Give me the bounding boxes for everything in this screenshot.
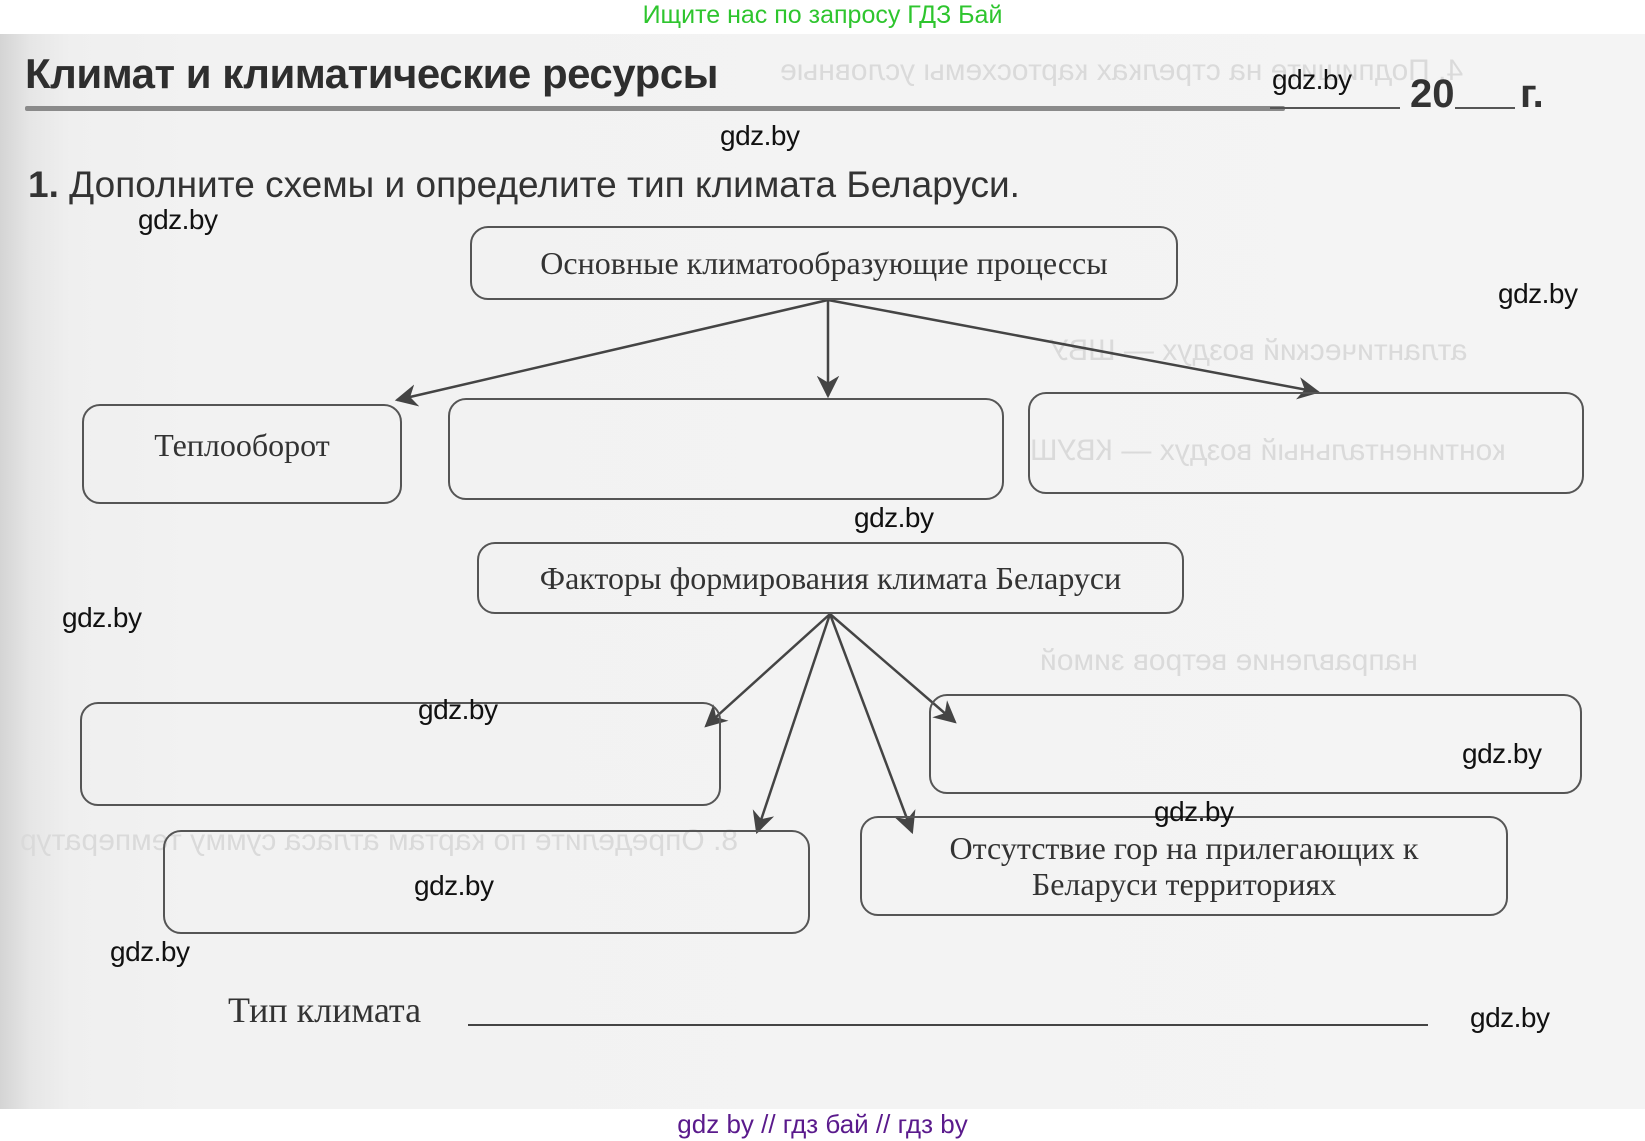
scheme1-answer-box-2[interactable] <box>448 398 1004 500</box>
scheme2-answer-box-2[interactable] <box>929 694 1582 794</box>
date-year-field[interactable] <box>1455 107 1515 109</box>
watermark: gdz.by <box>1272 64 1352 95</box>
task-number: 1. <box>28 164 59 205</box>
scheme2-answer-box-1[interactable] <box>80 702 721 806</box>
watermark: gdz.by <box>1154 796 1234 827</box>
climate-type-label: Тип климата <box>228 990 422 1030</box>
scheme2-answer-box-3[interactable] <box>163 830 810 934</box>
watermark: gdz.by <box>138 204 218 235</box>
task-text: Дополните схемы и определите тип климата… <box>69 164 1020 205</box>
watermark: gdz.by <box>110 936 190 967</box>
watermark: gdz.by <box>720 120 800 151</box>
scheme1-answer-box-3[interactable] <box>1028 392 1584 494</box>
watermark: gdz.by <box>418 694 498 725</box>
watermark: gdz.by <box>1462 738 1542 769</box>
scheme1-box-heat-exchange: Теплооборот <box>82 404 402 504</box>
scheme-arrows <box>394 298 1321 835</box>
scheme2-root-box: Факторы формирования климата Беларуси <box>477 542 1184 614</box>
task-instruction: 1. Дополните схемы и определите тип клим… <box>28 164 1020 206</box>
page-title: Климат и климатические ресурсы <box>25 50 718 97</box>
bottom-banner: gdz by // гдз бай // гдз by <box>0 1109 1645 1141</box>
date-suffix: г. <box>1520 72 1544 116</box>
scheme1-root-box: Основные климатообразующие процессы <box>470 226 1178 300</box>
watermark: gdz.by <box>62 602 142 633</box>
scheme2-box-no-mountains: Отсутствие гор на прилегающих к Беларуси… <box>860 816 1508 916</box>
workbook-page: 4. Подпишите на стрелках картосхемы усло… <box>0 34 1645 1109</box>
date-year-label: 20 <box>1410 72 1455 116</box>
watermark: gdz.by <box>854 502 934 533</box>
top-banner: Ищите нас по запросу ГДЗ Бай <box>0 0 1645 34</box>
title-rule <box>25 106 1285 111</box>
climate-type-answer-field[interactable] <box>468 1024 1428 1026</box>
watermark: gdz.by <box>1470 1002 1550 1033</box>
date-day-field[interactable] <box>1270 107 1400 109</box>
watermark: gdz.by <box>1498 278 1578 309</box>
watermark: gdz.by <box>414 870 494 901</box>
